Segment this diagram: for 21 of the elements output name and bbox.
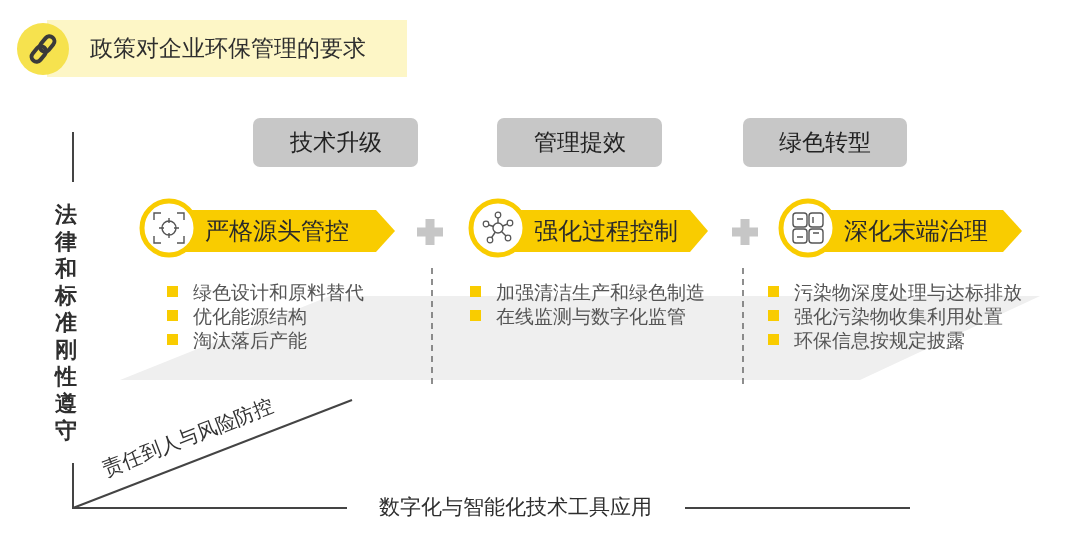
arrow-banner — [139, 198, 395, 258]
axis-label: 数字化与智能化技术工具应用 — [378, 494, 652, 520]
list-item: 环保信息按规定披露 — [794, 328, 965, 352]
section-heading: 强化过程控制 — [534, 216, 678, 247]
list-item: 加强清洁生产和绿色制造 — [496, 280, 705, 304]
list-item: 淘汰落后产能 — [193, 328, 307, 352]
arrow-banner — [778, 198, 1022, 258]
category-box: 管理提效 — [497, 118, 662, 167]
list-item: 污染物深度处理与达标排放 — [794, 280, 1022, 304]
title-text: 政策对企业环保管理的要求 — [90, 34, 366, 63]
list-item: 在线监测与数字化监管 — [496, 304, 686, 328]
axis-label: 法律和标准刚性遵守 — [53, 201, 78, 444]
axis-label: 责任到人与风险防控 — [99, 393, 277, 481]
section-heading: 严格源头管控 — [205, 216, 349, 247]
list-item: 强化污染物收集利用处置 — [794, 304, 1003, 328]
list-item: 优化能源结构 — [193, 304, 307, 328]
list-item: 绿色设计和原料替代 — [193, 280, 364, 304]
category-box: 绿色转型 — [743, 118, 907, 167]
category-box: 技术升级 — [253, 118, 418, 167]
arrow-banner — [468, 198, 708, 258]
section-heading: 深化末端治理 — [844, 216, 988, 247]
